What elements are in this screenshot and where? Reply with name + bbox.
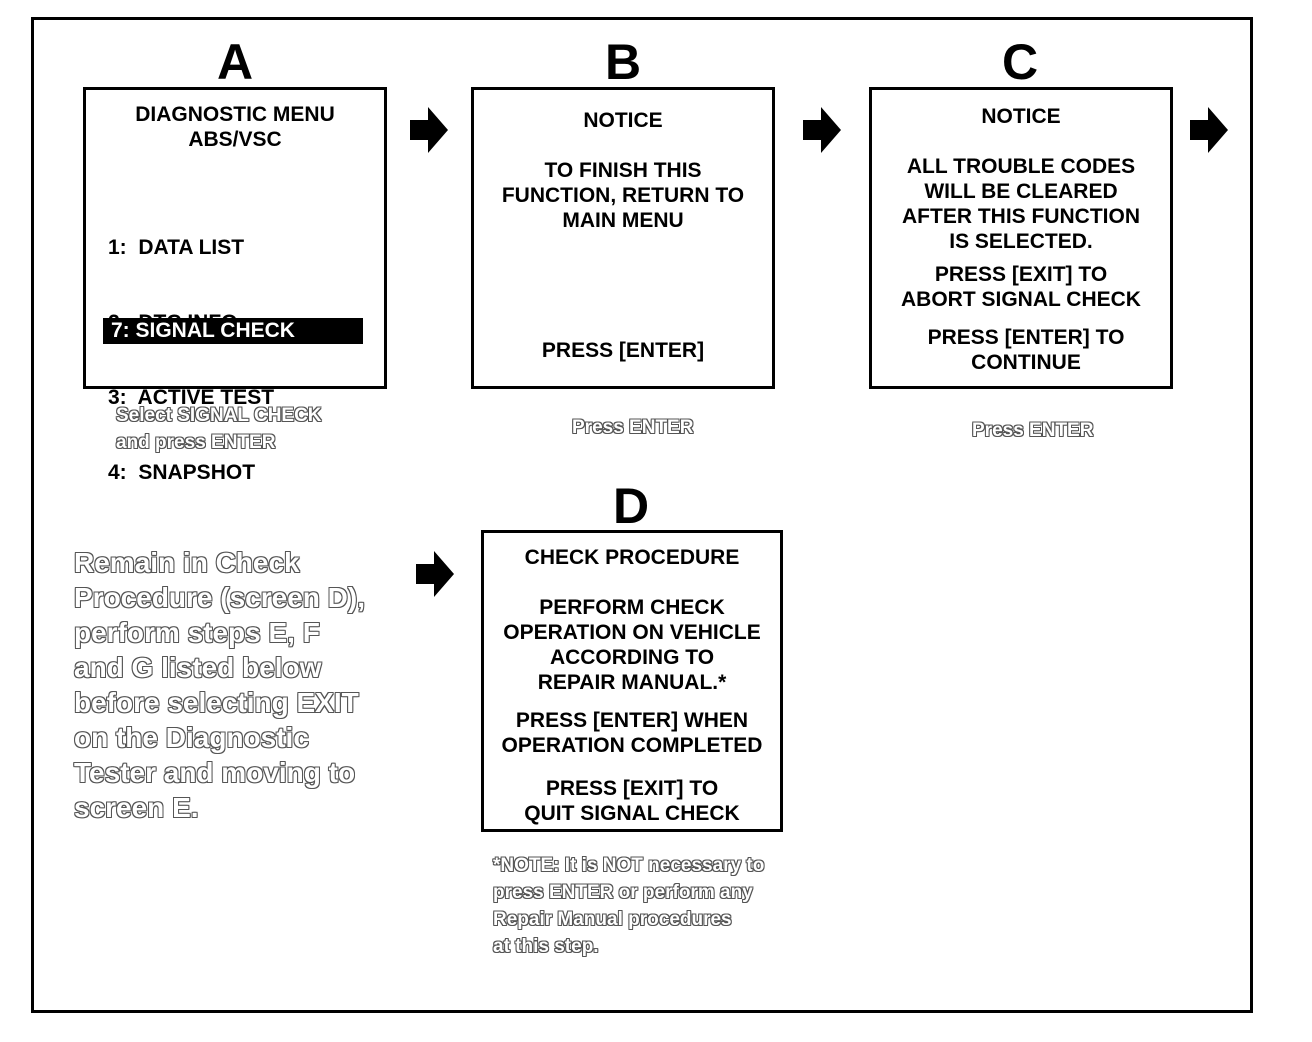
screen-b: NOTICE TO FINISH THIS FUNCTION, RETURN T…: [471, 87, 775, 389]
screen-d-enter-text: PRESS [ENTER] WHEN OPERATION COMPLETED: [501, 709, 763, 757]
screen-c-enter-text: PRESS [ENTER] TO CONTINUE: [927, 326, 1125, 374]
footnote: *NOTE: It is NOT necessary to press ENTE…: [493, 855, 765, 957]
screen-b-title: NOTICE: [583, 109, 663, 132]
screen-a-title: DIAGNOSTIC MENU ABS/VSC: [135, 103, 335, 151]
arrow-right-icon: [803, 107, 841, 153]
screen-b-caption: Press ENTER: [572, 417, 694, 438]
instruction-text: Remain in Check Procedure (screen D), pe…: [74, 547, 365, 823]
screen-d-exit-text: PRESS [EXIT] TO QUIT SIGNAL CHECK: [524, 777, 740, 825]
screen-c-exit-text: PRESS [EXIT] TO ABORT SIGNAL CHECK: [901, 263, 1141, 311]
screen-d-title: CHECK PROCEDURE: [524, 546, 740, 569]
arrow-right-icon: [416, 551, 454, 597]
screen-c-caption: Press ENTER: [972, 420, 1094, 441]
arrow-right-icon: [410, 107, 448, 153]
menu-item: 4: SNAPSHOT: [108, 461, 256, 484]
screen-a-letter: A: [216, 34, 254, 90]
screen-b-body: TO FINISH THIS FUNCTION, RETURN TO MAIN …: [501, 159, 745, 232]
screen-c-letter: C: [1001, 34, 1039, 90]
screen-a-caption: Select SIGNAL CHECK and press ENTER: [116, 405, 322, 453]
screen-a: DIAGNOSTIC MENU ABS/VSC 1: DATA LIST 2: …: [83, 87, 387, 484]
menu-item: 3: ACTIVE TEST: [108, 386, 275, 409]
screen-d-body: PERFORM CHECK OPERATION ON VEHICLE ACCOR…: [503, 596, 761, 694]
screen-c: NOTICE ALL TROUBLE CODES WILL BE CLEARED…: [869, 87, 1173, 389]
screen-a-menu-list: 1: DATA LIST 2: DTC INFO 3: ACTIVE TEST …: [108, 185, 274, 535]
menu-item-selected: 7: SIGNAL CHECK: [103, 318, 363, 344]
screen-d: CHECK PROCEDURE PERFORM CHECK OPERATION …: [481, 530, 783, 832]
diagram-frame: [31, 17, 1253, 1013]
arrow-right-icon: [1190, 107, 1228, 153]
screen-c-title: NOTICE: [981, 105, 1061, 128]
screen-c-body: ALL TROUBLE CODES WILL BE CLEARED AFTER …: [902, 155, 1140, 253]
screen-b-letter: B: [604, 34, 642, 90]
menu-item: 1: DATA LIST: [108, 236, 245, 259]
screen-b-action: PRESS [ENTER]: [541, 339, 705, 362]
screen-d-letter: D: [612, 478, 650, 534]
